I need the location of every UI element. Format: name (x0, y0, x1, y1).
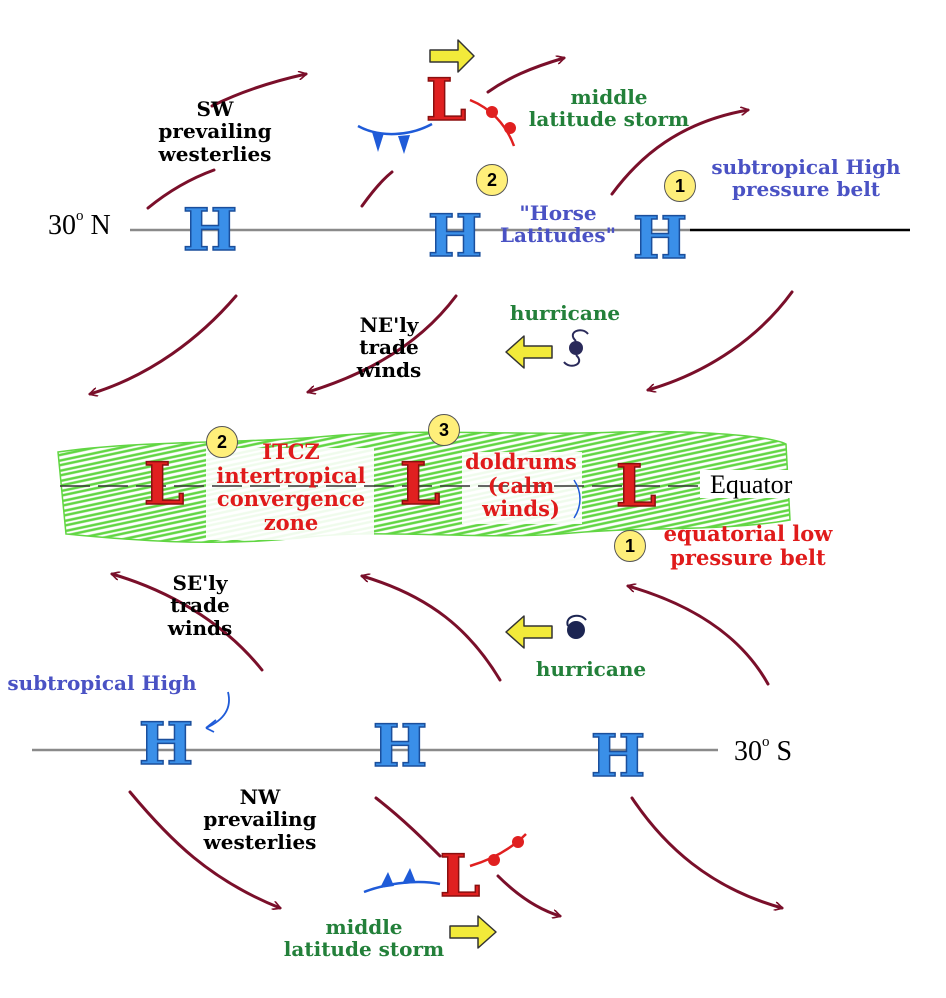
arrow-nw-westerly-1 (128, 790, 280, 908)
warm-front-north (469, 98, 516, 147)
cold-front-north (357, 122, 433, 136)
arrow-sw-westerly-2 (146, 168, 216, 210)
arrow-ne-trade-1 (90, 294, 238, 394)
hurricane-south-motion-arrow (505, 615, 553, 649)
arrow-nw-westerly-4 (630, 796, 782, 908)
latitude-30s-label: 30o S (734, 733, 793, 768)
badge-doldrums-3: 3 (428, 414, 460, 446)
low-equator-1-symbol: L (144, 450, 185, 518)
high-north-1-symbol: H (183, 196, 238, 264)
arrow-nw-westerly-3 (496, 874, 560, 916)
lat-30n-number: 30 (48, 210, 76, 241)
equatorial-low-label: equatorial low pressure belt (663, 521, 833, 570)
itcz-band (57, 430, 800, 544)
itcz-label: ITCZ intertropical convergence zone (216, 439, 366, 535)
badge-north-2: 2 (476, 164, 508, 196)
arrow-ne-trade-2 (308, 294, 458, 392)
arrow-se-trade-3 (628, 586, 770, 686)
north-storm-fronts (357, 98, 516, 154)
high-south-3-symbol: H (591, 722, 646, 790)
storm-south-label: middle latitude storm (283, 915, 445, 962)
doldrums-label: doldrums (calm winds) (465, 449, 577, 522)
hurricane-south-icon (567, 621, 585, 639)
storm-south-motion-arrow (449, 915, 497, 949)
badge-itcz-2: 2 (206, 426, 238, 458)
arrow-storm-north-1 (486, 58, 564, 94)
high-south-1-symbol: H (139, 710, 194, 778)
subtropical-high-belt-label: subtropical High pressure belt (711, 155, 901, 202)
hurricane-north-icon (569, 341, 583, 355)
low-equator-3-symbol: L (616, 452, 657, 520)
horse-latitudes-label: "Horse Latitudes" (499, 201, 617, 248)
arrow-storm-north-3 (610, 110, 748, 196)
high-north-3-symbol: H (633, 204, 688, 272)
arrow-se-trade-2 (362, 576, 502, 682)
equator-label: Equator (710, 470, 793, 499)
hurricane-south-label: hurricane (535, 657, 647, 681)
se-trade-winds-label: SE'ly trade winds (167, 571, 233, 640)
arrow-storm-north-2 (360, 170, 394, 208)
low-equator-2-symbol: L (400, 450, 441, 518)
circulation-arrows (90, 58, 794, 916)
south-storm-fronts (363, 833, 527, 894)
low-storm-south-symbol: L (440, 842, 481, 910)
yellow-motion-arrows (429, 39, 553, 949)
subtropical-high-south-label: subtropical High (7, 671, 197, 695)
sw-westerlies-label: SW prevailing westerlies (158, 97, 272, 166)
hurricane-north-label: hurricane (509, 301, 621, 325)
lat-30s-unit: S (769, 736, 793, 767)
latitude-30n-label: 30o N (48, 207, 111, 242)
arrow-sw-westerly-1 (210, 74, 306, 108)
high-north-2-symbol: H (428, 202, 483, 270)
arrow-nw-westerly-2 (374, 796, 442, 858)
arrow-ne-trade-3 (648, 290, 794, 390)
cold-front-south (363, 880, 441, 894)
arrow-se-trade-1 (112, 574, 264, 672)
lat-30s-number: 30 (734, 736, 762, 767)
subtropical-high-pointer (205, 691, 230, 729)
lat-30n-degree: o (76, 207, 84, 224)
lat-30s-degree: o (762, 733, 770, 750)
lat-30n-unit: N (83, 210, 111, 241)
high-south-2-symbol: H (373, 712, 428, 780)
badge-north-1: 1 (664, 170, 696, 202)
ne-trade-winds-label: NE'ly trade winds (356, 313, 422, 382)
hurricane-symbols (563, 329, 589, 639)
nw-westerlies-label: NW prevailing westerlies (203, 785, 317, 854)
storm-north-motion-arrow (429, 39, 475, 73)
storm-north-label: middle latitude storm (528, 85, 690, 132)
hurricane-north-motion-arrow (505, 335, 553, 369)
badge-equatorial-1: 1 (614, 530, 646, 562)
low-storm-north-symbol: L (426, 66, 467, 134)
